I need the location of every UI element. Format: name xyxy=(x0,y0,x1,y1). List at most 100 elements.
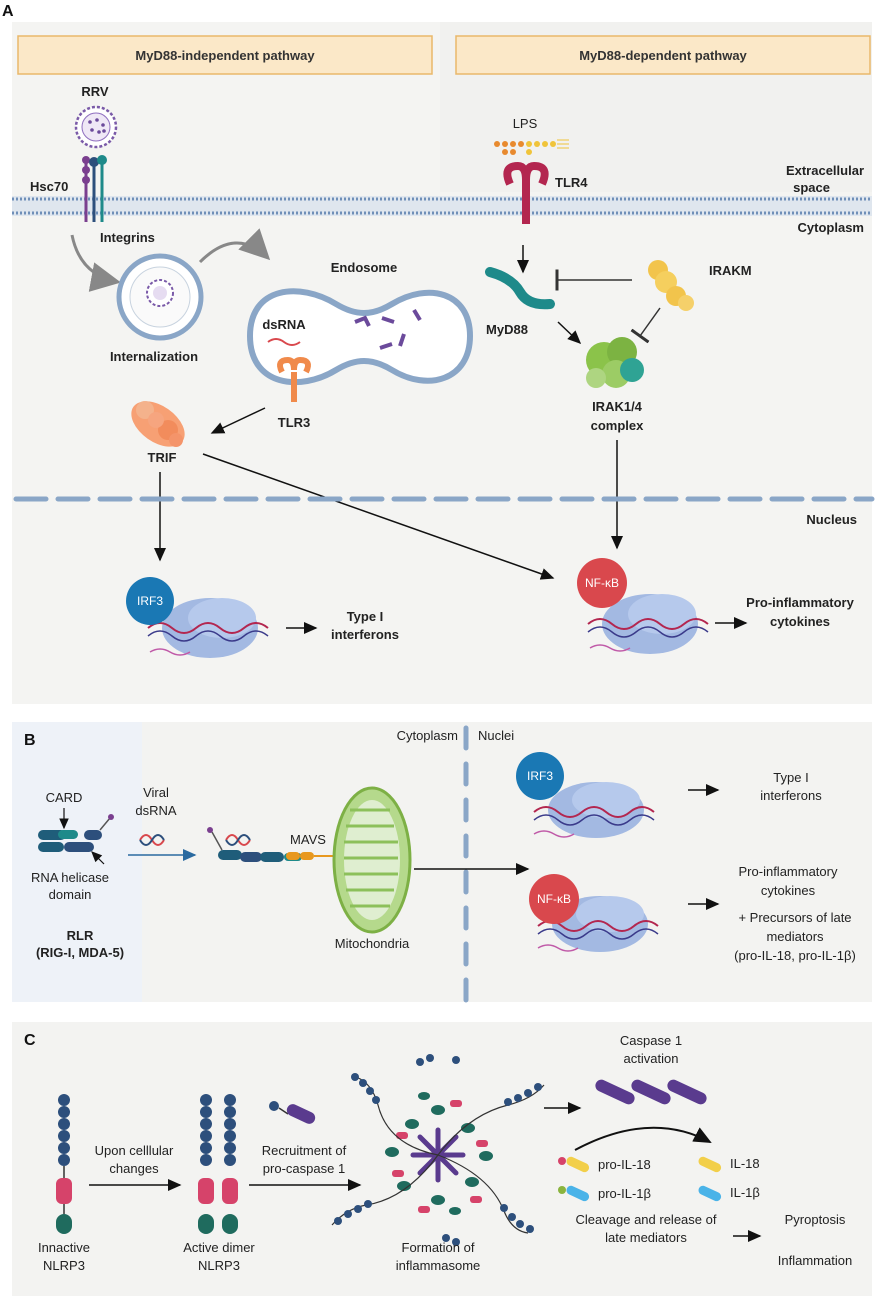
inflammasome-icon xyxy=(331,1054,545,1246)
nfkb-icon xyxy=(577,558,627,608)
header-box-left xyxy=(17,35,433,75)
pro-il18-label: pro-IL-18 xyxy=(598,1157,651,1172)
panel-a-letter: A xyxy=(2,3,14,20)
extracellular-label-1: Extracellular xyxy=(786,163,864,178)
inactive-nlrp3-icon xyxy=(56,1094,72,1234)
irak-label-1: IRAK1/4 xyxy=(592,399,643,414)
nucleus-label: Nucleus xyxy=(806,512,857,527)
caspase-label-1: Caspase 1 xyxy=(620,1033,682,1048)
caspase-label-2: activation xyxy=(624,1051,679,1066)
irf3-label-b: IRF3 xyxy=(527,769,553,783)
helicase-pointer-arrow xyxy=(91,851,105,865)
precursors-label-2: mediators xyxy=(766,929,824,944)
rlr-label-1: RLR xyxy=(67,928,94,943)
nfkb-label-b: NF-κB xyxy=(537,892,571,906)
myd88-to-irak-arrow xyxy=(557,321,582,345)
type1-label-b2: interferons xyxy=(760,788,822,803)
myd88-label: MyD88 xyxy=(486,322,528,337)
pro-il1b-icon xyxy=(558,1185,590,1202)
caspase-1-icon xyxy=(595,1079,707,1105)
trif-to-nfkb-arrow xyxy=(202,453,555,580)
active-dimer-nlrp3-icon xyxy=(198,1094,238,1234)
pyroptosis-label: Pyroptosis xyxy=(785,1212,846,1227)
cytoplasm-label: Cytoplasm xyxy=(798,220,864,235)
trif-protein-icon xyxy=(131,401,185,447)
il1b-label: IL-1β xyxy=(730,1185,760,1200)
inactive-label-1: Innactive xyxy=(38,1240,90,1255)
active-label-1: Active dimer xyxy=(183,1240,255,1255)
tlr3-receptor-icon xyxy=(277,356,311,402)
panel-c: C Innactive NLRP3 Upon celllular changes xyxy=(12,1022,872,1296)
panel-b-background xyxy=(12,722,872,1002)
proinf-label-a1: Pro-inflammatory xyxy=(746,595,854,610)
il1b-icon xyxy=(698,1185,722,1202)
dsrna-icon xyxy=(267,338,301,346)
irakm-label: IRAKM xyxy=(709,263,752,278)
card-label: CARD xyxy=(46,790,83,805)
header-myd88-dependent: MyD88-dependent pathway xyxy=(579,48,747,63)
panel-b-letter: B xyxy=(24,732,36,749)
lps-molecule-icon xyxy=(494,139,569,155)
irf3-label-a: IRF3 xyxy=(137,594,163,608)
mitochondria-icon xyxy=(332,786,412,934)
active-label-2: NLRP3 xyxy=(198,1258,240,1273)
type1-label-a1: Type I xyxy=(347,609,384,624)
internalization-label: Internalization xyxy=(110,349,198,364)
rrv-virus-icon xyxy=(74,105,118,149)
cytoplasm-label-b: Cytoplasm xyxy=(397,728,458,743)
type1-label-b1: Type I xyxy=(773,770,808,785)
internalization-arrow xyxy=(70,234,121,292)
mavs-label: MAVS xyxy=(290,832,326,847)
integrins-label: Integrins xyxy=(100,230,155,245)
precursors-label-3: (pro-IL-18, pro-IL-1β) xyxy=(734,948,856,963)
recruit-label-2: pro-caspase 1 xyxy=(263,1161,345,1176)
pro-il1b-label: pro-IL-1β xyxy=(598,1186,651,1201)
tlr3-label: TLR3 xyxy=(278,415,311,430)
mitochondria-label: Mitochondria xyxy=(335,936,410,951)
endosome-label: Endosome xyxy=(331,260,397,275)
tlr4-label: TLR4 xyxy=(555,175,588,190)
helicase-label-2: domain xyxy=(49,887,92,902)
il18-icon xyxy=(698,1156,722,1173)
cell-membrane xyxy=(12,196,872,216)
rlr-label-2: (RIG-I, MDA-5) xyxy=(36,945,124,960)
integrin-receptors-icon xyxy=(82,155,107,222)
irak-complex-icon xyxy=(586,337,644,388)
dsrna-label: dsRNA xyxy=(262,317,306,332)
inflammation-label: Inflammation xyxy=(778,1253,852,1268)
header-box-right xyxy=(455,35,871,75)
trif-label: TRIF xyxy=(148,450,177,465)
tlr4-receptor-icon xyxy=(503,161,549,224)
myd88-protein-icon xyxy=(485,267,555,310)
nuclei-label-b: Nuclei xyxy=(478,728,514,743)
irf3-transcription-complex-b: IRF3 xyxy=(516,752,655,838)
upon-label-2: changes xyxy=(109,1161,159,1176)
upon-label-1: Upon celllular xyxy=(95,1143,174,1158)
hsc70-label: Hsc70 xyxy=(30,179,68,194)
irakm-protein-icon xyxy=(648,260,694,311)
inactive-label-2: NLRP3 xyxy=(43,1258,85,1273)
panel-a: A MyD88-independent pathway MyD88-depend… xyxy=(2,3,875,704)
viral-dsrna-label-1: Viral xyxy=(143,785,169,800)
formation-label-1: Formation of xyxy=(402,1240,475,1255)
nfkb-transcription-complex-b: NF-κB xyxy=(529,874,659,952)
header-myd88-independent: MyD88-independent pathway xyxy=(135,48,315,63)
panel-b-rlr-background xyxy=(12,722,142,1002)
internalization-vesicle-icon xyxy=(116,253,204,341)
irakm-inhibits-irak xyxy=(630,307,661,344)
irf3-icon xyxy=(126,577,174,625)
proinf-label-b2: cytokines xyxy=(761,883,816,898)
cleavage-label-2: late mediators xyxy=(605,1230,687,1245)
precursors-label-1: + Precursors of late xyxy=(738,910,851,925)
cleavage-arrow xyxy=(574,1126,712,1151)
proinf-label-a2: cytokines xyxy=(770,614,830,629)
viral-dsrna-label-2: dsRNA xyxy=(135,803,177,818)
il18-label: IL-18 xyxy=(730,1156,760,1171)
irak-label-2: complex xyxy=(591,418,645,433)
irf3-transcription-complex: IRF3 xyxy=(126,577,269,658)
nfkb-label-a: NF-κB xyxy=(585,576,619,590)
lps-label: LPS xyxy=(513,116,538,131)
type1-label-a2: interferons xyxy=(331,627,399,642)
viral-dsrna-icon xyxy=(139,834,165,846)
